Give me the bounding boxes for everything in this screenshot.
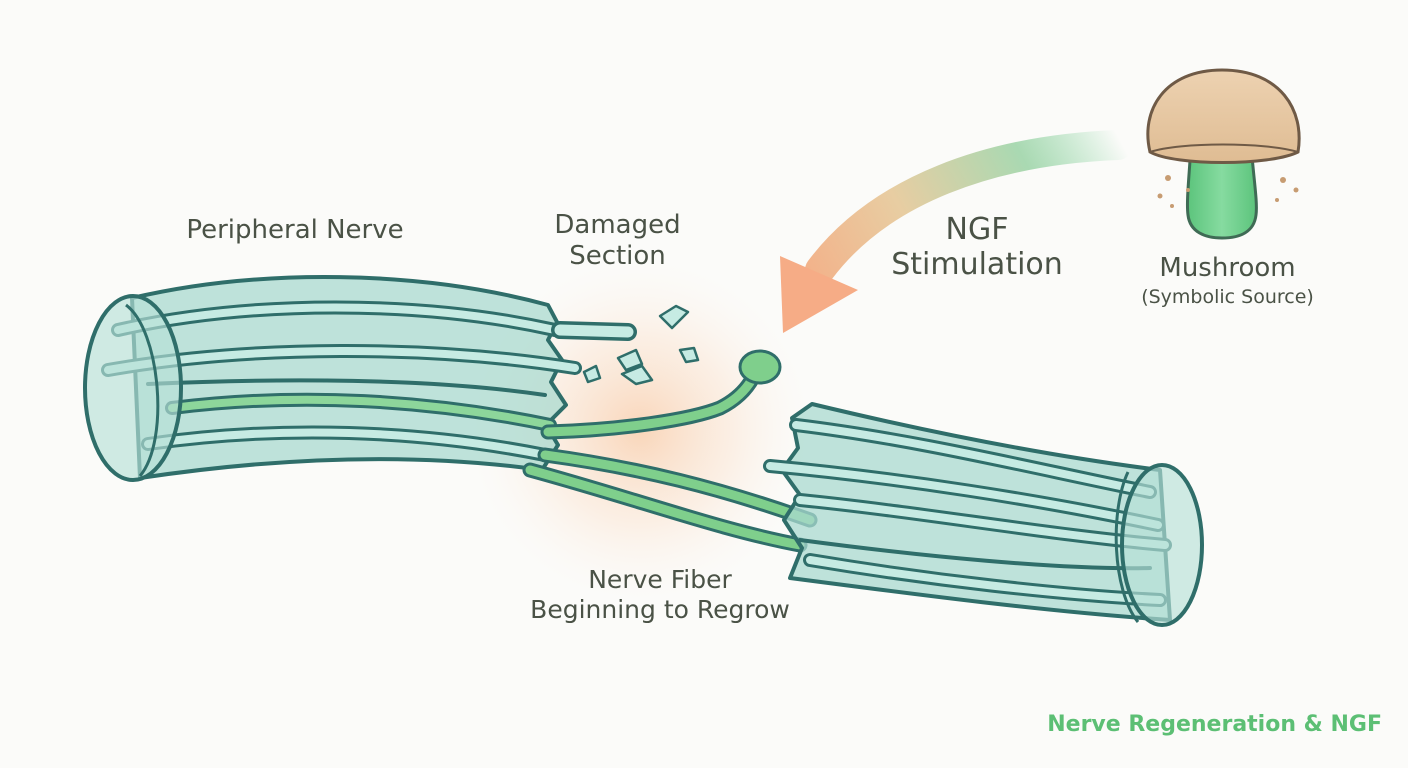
ngf-stimulation-label: NGF Stimulation [891, 212, 1063, 283]
nerve-fiber-label: Nerve Fiber Beginning to Regrow [530, 565, 790, 624]
ngf-stimulation-arrow [780, 130, 1133, 333]
footer-title: Nerve Regeneration & NGF [1047, 712, 1382, 737]
peripheral-nerve-right-segment [763, 402, 1204, 627]
mushroom-sublabel: (Symbolic Source) [1141, 285, 1314, 308]
damaged-section-label: Damaged Section [554, 210, 681, 271]
peripheral-nerve-left-segment [83, 275, 582, 482]
peripheral-nerve-label: Peripheral Nerve [186, 215, 404, 245]
regrowing-nerve-fiber [522, 349, 818, 553]
mushroom-illustration [1146, 68, 1301, 240]
damage-debris [582, 304, 700, 386]
mushroom-label: Mushroom (Symbolic Source) [1110, 253, 1345, 308]
